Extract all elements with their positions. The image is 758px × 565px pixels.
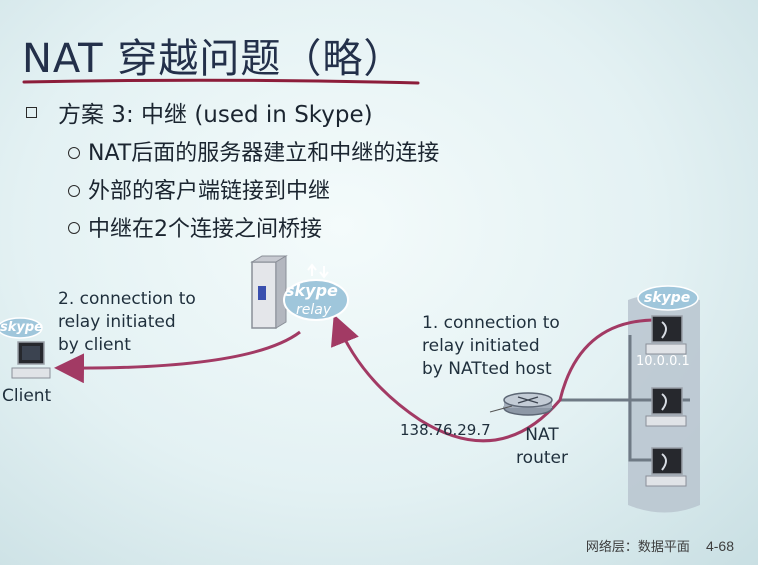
client-skype-text: skype <box>0 320 43 335</box>
connection-2-label-line: relay initiated <box>58 312 176 332</box>
page-number: 4-68 <box>705 538 734 554</box>
connection-1-label-line: by NATted host <box>422 359 552 379</box>
circle-bullet-icon <box>68 185 80 197</box>
host-skype-text: skype <box>644 290 691 306</box>
square-bullet-icon <box>26 107 37 118</box>
client-label: Client <box>2 386 52 406</box>
connection-2-label-line: by client <box>58 335 131 355</box>
slide-title: NAT 穿越问题（略） <box>22 36 405 82</box>
nat-label-line: NAT <box>525 425 559 445</box>
relay-skype-text: skype <box>285 281 338 300</box>
client-skype-logo <box>0 317 43 339</box>
nat-router-label: NAT router <box>514 424 570 470</box>
sub-bullet-3: 中继在2个连接之间桥接 <box>88 217 322 242</box>
connection-2-label: 2. connection to relay initiated by clie… <box>58 288 196 357</box>
connection-1-label: 1. connection to relay initiated by NATt… <box>422 312 560 381</box>
nat-ip-address: 138.76.29.7 <box>400 421 491 439</box>
nat-label-line: router <box>516 448 568 468</box>
lan-computer-icon <box>645 387 687 427</box>
ip-pointer <box>489 405 513 413</box>
connection-1-arrow <box>330 314 661 443</box>
host-ip-address: 10.0.0.1 <box>636 354 690 369</box>
relay-label: relay <box>296 302 332 318</box>
sub-bullet-1: NAT后面的服务器建立和中继的连接 <box>88 141 440 166</box>
host-skype-logo <box>637 285 699 311</box>
skype-relay-logo <box>283 263 349 321</box>
title-underline <box>22 78 420 85</box>
host-computer-icon <box>645 315 687 355</box>
circle-bullet-icon <box>68 222 80 234</box>
nat-router-icon <box>503 392 553 416</box>
footer-chapter: 网络层：数据平面 <box>585 540 690 555</box>
connection-1-label-line: 1. connection to <box>422 313 560 333</box>
sub-bullet-2: 外部的客户端链接到中继 <box>88 179 331 204</box>
connection-2-arrow <box>54 330 301 384</box>
connection-1-label-line: relay initiated <box>422 336 540 356</box>
circle-bullet-icon <box>68 147 80 159</box>
connection-2-label-line: 2. connection to <box>58 289 196 309</box>
lan-computer-icon <box>645 447 687 487</box>
main-bullet-text: 方案 3: 中继 (used in Skype) <box>58 102 373 128</box>
slide-footer: 网络层：数据平面 4-68 <box>586 536 734 555</box>
client-computer-icon <box>11 341 51 379</box>
relay-server-icon <box>250 255 288 329</box>
